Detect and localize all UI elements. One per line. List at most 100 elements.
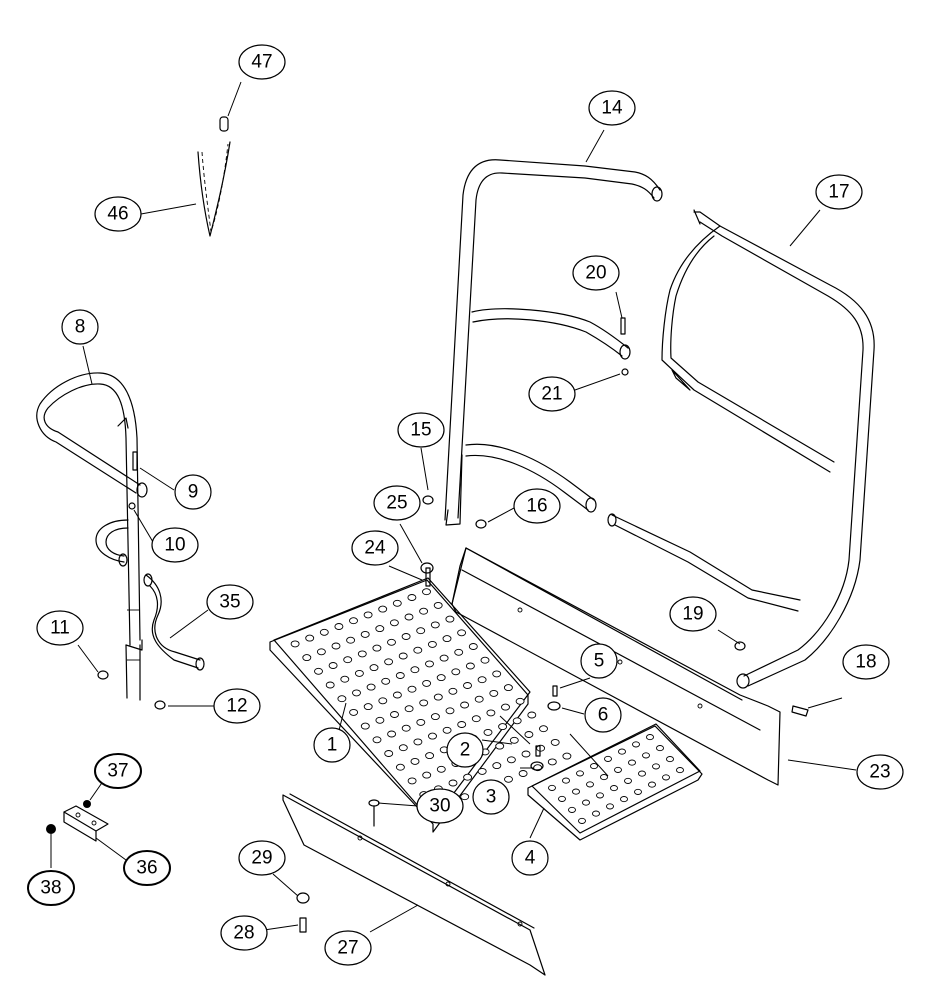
perforation-hole [325,681,335,689]
left-handle-part [36,372,148,701]
perforation-hole [354,669,364,677]
callout-23: 23 [856,754,904,790]
callout-36: 36 [123,850,171,886]
callout-label: 35 [219,592,240,613]
perforation-hole [349,617,358,625]
perforation-hole [334,623,344,630]
perforation-hole [628,759,636,766]
perforation-hole [372,736,382,744]
callout-12: 12 [213,688,261,724]
callout-label: 11 [50,618,70,639]
perforation-hole [578,817,586,824]
callout-21: 21 [528,376,576,412]
callout-8: 8 [61,309,99,345]
perforation-hole [387,730,397,738]
callout-label: 8 [75,317,86,338]
perforation-hole [521,750,531,758]
perforation-hole [676,767,684,774]
perforation-hole [316,648,326,656]
perforation-hole [610,785,618,792]
lower-angle-bracket-part [282,793,546,976]
perforation-hole [416,718,426,726]
perforation-hole [366,683,376,691]
callout-3: 3 [472,779,510,815]
perforation-hole [384,658,394,666]
callout-27: 27 [324,930,372,966]
perforation-hole [390,711,399,718]
perforation-hole [539,725,548,733]
callout-25: 25 [373,485,421,521]
callout-label: 23 [869,762,890,783]
perforation-hole [433,693,443,701]
perforation-hole [662,774,670,781]
perforation-hole [457,721,467,728]
callout-label: 38 [40,878,61,899]
callout-label: 3 [486,787,497,808]
perforation-hole [375,625,385,633]
callout-label: 17 [828,182,849,203]
callout-4: 4 [511,840,549,876]
callout-9: 9 [174,474,212,510]
callout-label: 47 [251,52,272,73]
perforation-hole [363,703,373,711]
perforation-hole [506,756,516,764]
perforation-hole [407,594,417,601]
perforation-hole [572,788,580,795]
perforation-hole [395,763,405,771]
chain-part [197,116,231,237]
callout-label: 10 [164,535,185,556]
perforation-hole [416,627,426,635]
callout-2: 2 [446,732,484,768]
callout-label: 15 [410,420,431,441]
perforation-hole [489,689,499,697]
handrail-frame-part [607,209,875,689]
perforation-hole [427,640,437,648]
perforation-hole [328,662,338,669]
perforation-hole [492,762,502,770]
perforation-hole [378,605,388,613]
perforation-hole [518,770,528,777]
perforation-hole [618,748,626,755]
perforation-hole [638,770,646,777]
perforation-hole [425,752,435,760]
perforation-hole [401,633,411,640]
perforation-hole [474,695,484,703]
perforation-hole [372,644,382,652]
callout-label: 1 [327,735,338,756]
callout-label: 36 [136,858,157,879]
callout-47: 47 [238,44,286,80]
callout-35: 35 [206,584,254,620]
perforation-hole [343,656,353,664]
perforation-hole [428,732,437,740]
perforation-hole [398,652,408,660]
callout-16: 16 [513,488,561,524]
perforation-hole [592,810,600,817]
perforation-hole [606,803,614,810]
callout-5: 5 [580,643,618,679]
callout-label: 14 [601,98,623,119]
perforation-hole [436,765,446,773]
callout-18: 18 [842,644,890,680]
perforation-hole [407,777,417,785]
small-step-plate-part [527,723,703,841]
large-step-plate-part [269,577,572,833]
perforation-hole [319,628,329,636]
perforation-hole [422,679,432,687]
perforation-hole [357,650,367,658]
callout-1: 1 [313,727,351,763]
callout-label: 24 [364,538,386,559]
perforation-hole [652,763,660,770]
perforation-hole [337,695,347,703]
callout-label: 4 [525,848,536,869]
perforation-hole [600,774,608,781]
perforation-hole [422,771,432,779]
callout-label: 19 [682,604,703,625]
perforation-hole [392,691,402,699]
perforation-hole [430,621,440,629]
perforation-hole [527,711,537,719]
perforation-hole [314,667,323,675]
perforation-hole [524,731,534,738]
callout-label: 2 [460,740,471,761]
perforation-hole [620,796,628,803]
perforation-hole [349,708,359,716]
